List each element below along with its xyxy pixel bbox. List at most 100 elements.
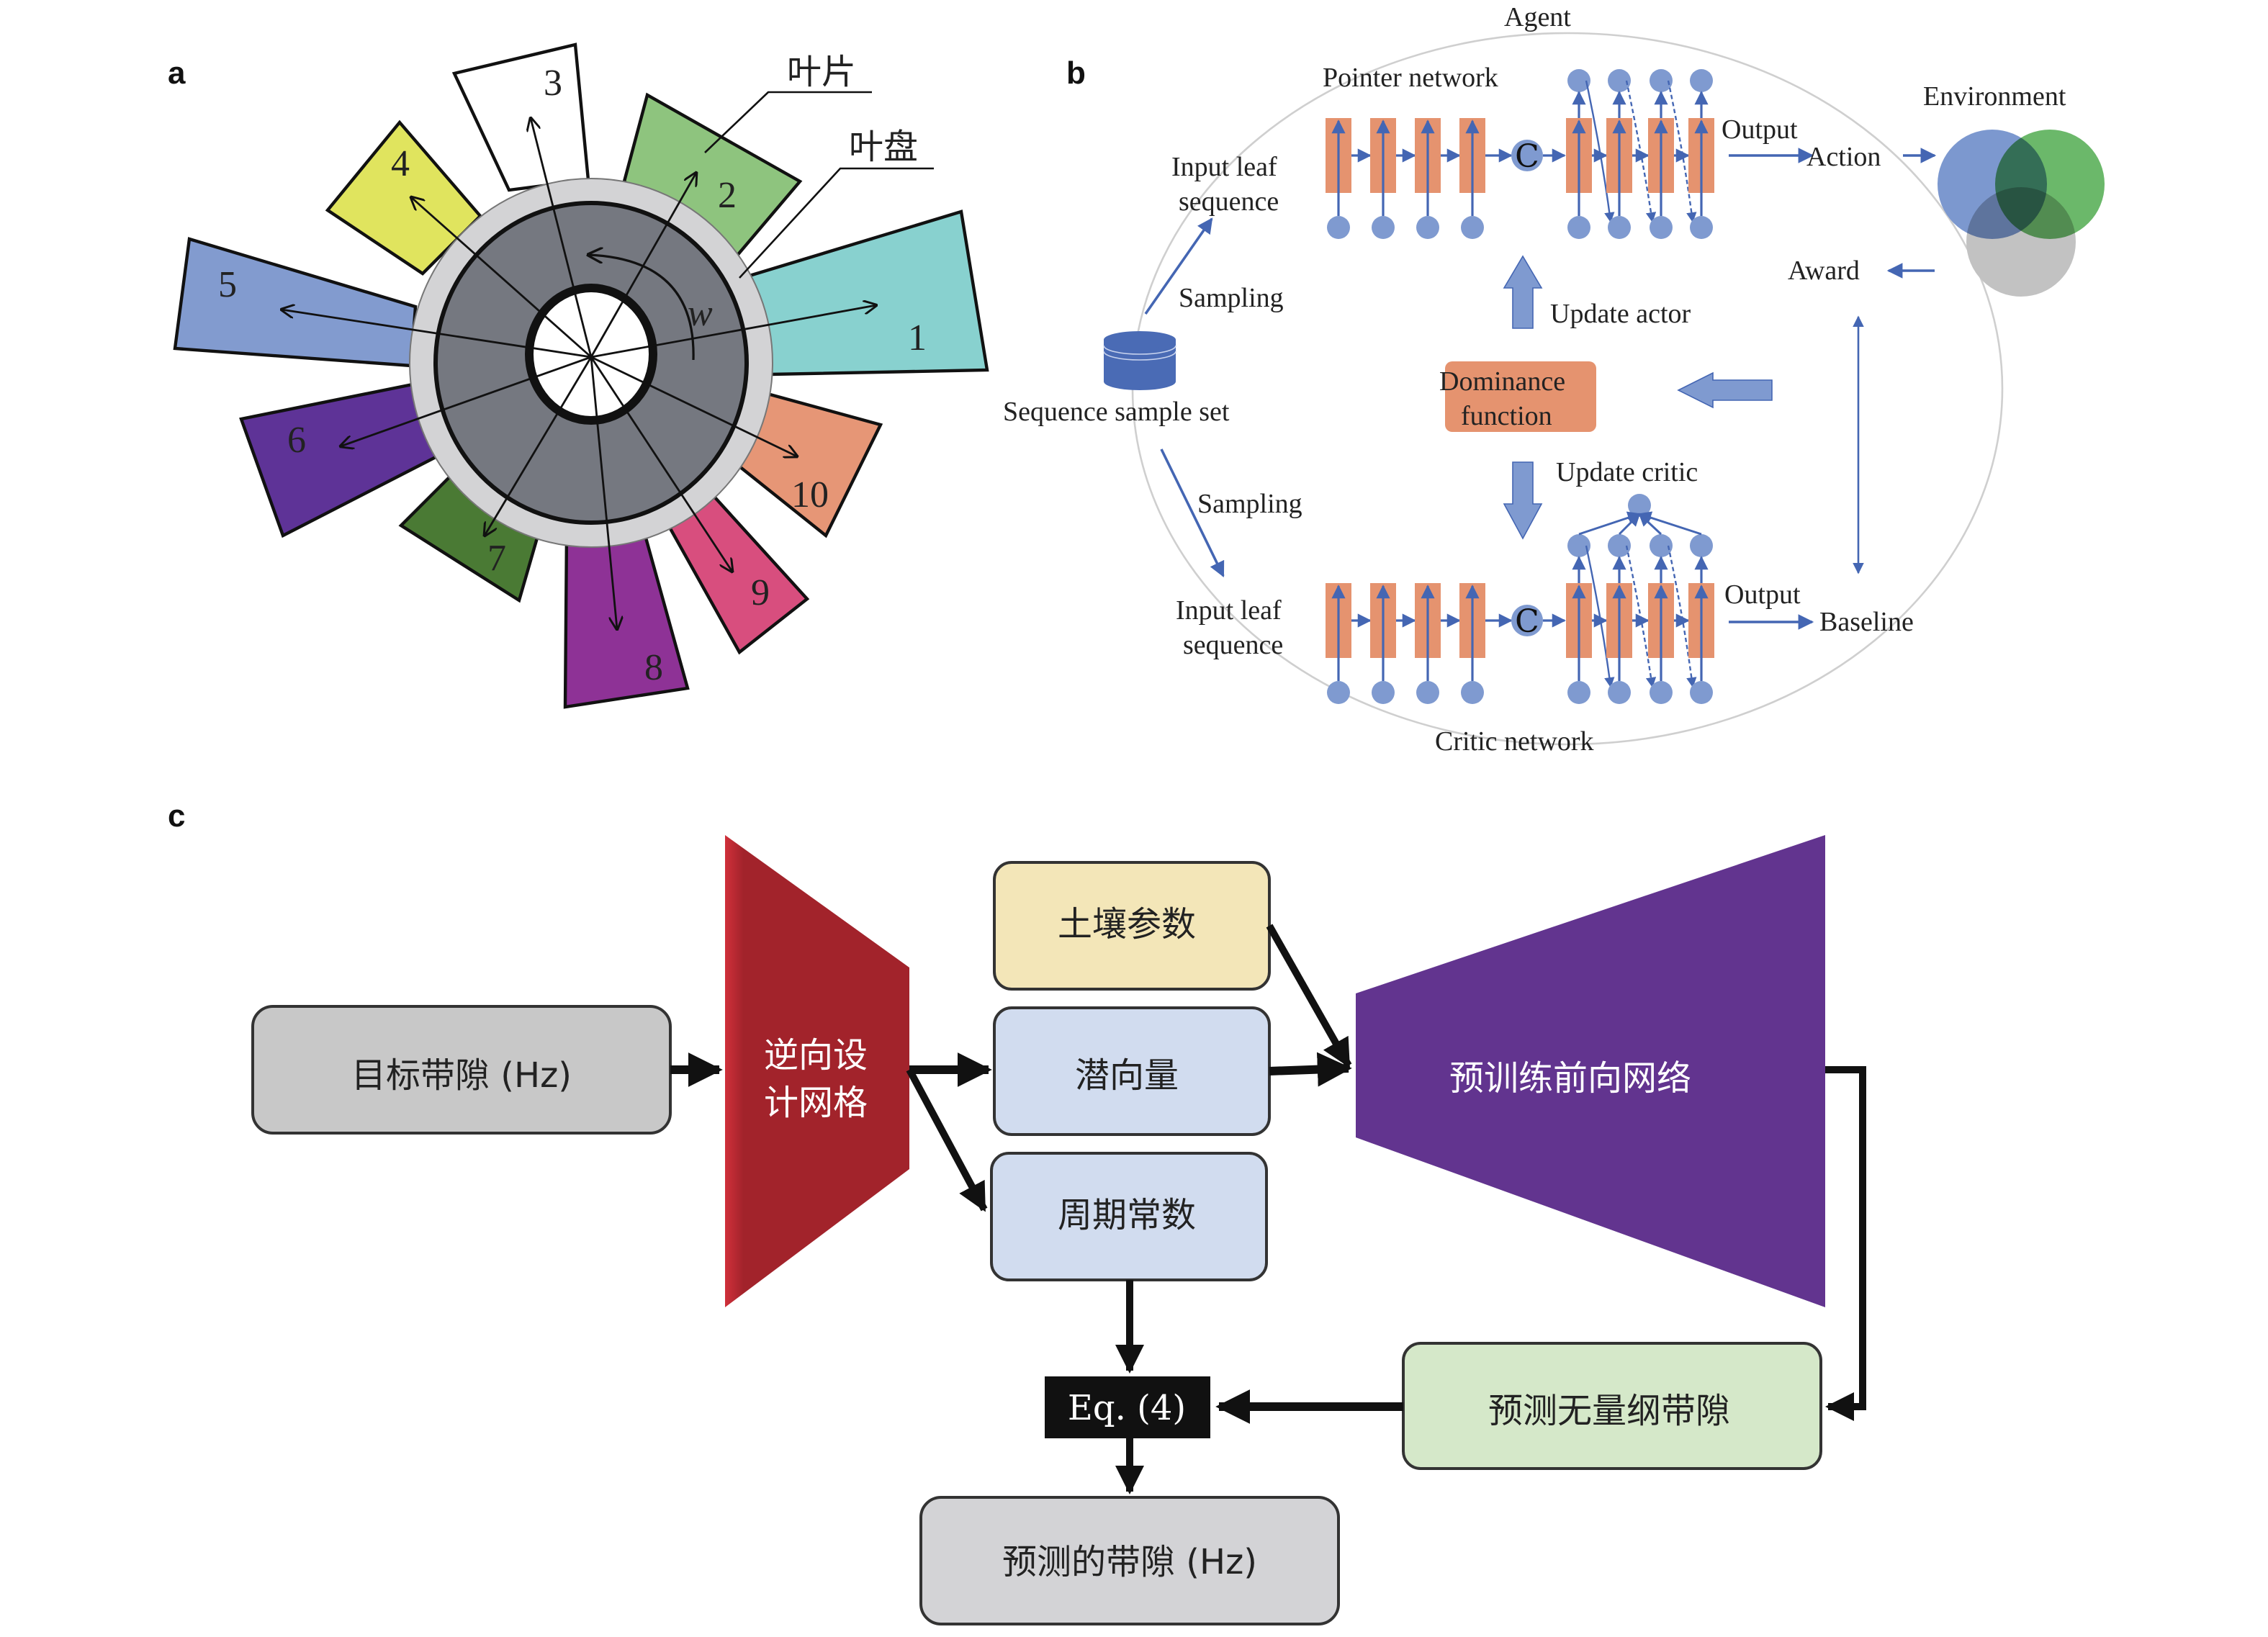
award-label: Award — [1788, 256, 1860, 286]
update-actor-label: Update actor — [1550, 299, 1691, 329]
feedback-arrow — [1677, 371, 1773, 409]
decoder-input-node — [1567, 216, 1590, 239]
inverse-net-line1: 逆向设 — [764, 1035, 868, 1075]
pointer-arrow — [1585, 80, 1615, 223]
dimless-gap-label: 预测无量纲带隙 — [1488, 1391, 1730, 1431]
blade-direction-arrows — [282, 118, 876, 629]
output-node — [1608, 534, 1631, 557]
panel-a: a w 1 2 3 — [168, 42, 989, 709]
concat-symbol: C — [1515, 138, 1539, 175]
equation-box — [1045, 1376, 1210, 1438]
period-const-label: 周期常数 — [1058, 1195, 1196, 1235]
blade-number-3: 3 — [544, 63, 562, 104]
pointer-arrow — [1667, 545, 1697, 688]
sample-set-label: Sequence sample set — [1003, 397, 1230, 427]
decoder-input-node — [1650, 681, 1673, 704]
sampling-arrow-top — [1144, 217, 1213, 315]
decoder-input-node — [1608, 216, 1631, 239]
input-top-line1: Input leaf — [1171, 152, 1277, 182]
equation-label: Eq. (4) — [1068, 1388, 1186, 1428]
target-gap-label: 目标带隙 (Hz) — [351, 1055, 572, 1096]
input-bottom-line2: sequence — [1183, 630, 1283, 660]
update-critic-label: Update critic — [1556, 457, 1698, 487]
output-node — [1650, 534, 1673, 557]
rotation-arrow-icon — [588, 255, 695, 361]
pointer-network-label: Pointer network — [1323, 63, 1498, 93]
blade-label: 叶片 — [787, 52, 856, 92]
update-critic-arrow — [1503, 461, 1543, 540]
blade-3 — [451, 42, 590, 192]
disk-label: 叶盘 — [849, 127, 918, 167]
decoder-input-node — [1690, 216, 1713, 239]
pointer-arrow — [1585, 545, 1615, 688]
inverse-design-network — [725, 835, 909, 1307]
input-node — [1461, 216, 1484, 239]
critic-merge-arrow — [1618, 513, 1641, 536]
decoder-input-node — [1650, 216, 1673, 239]
critic-network-label: Critic network — [1435, 726, 1594, 757]
latent-label: 潜向量 — [1075, 1055, 1179, 1096]
pred-gap-box — [919, 1496, 1340, 1625]
dominance-function-box — [1445, 361, 1596, 432]
concat-node — [1511, 605, 1543, 636]
dominance-line2: function — [1461, 401, 1552, 431]
pointer-arrow — [1625, 80, 1657, 223]
input-node — [1327, 216, 1350, 239]
concat-node — [1511, 140, 1543, 171]
critic-merge-arrow — [1638, 511, 1702, 536]
blade-number-1: 1 — [908, 317, 927, 358]
blade-number-10: 10 — [791, 474, 829, 515]
soil-params-label: 土壤参数 — [1058, 904, 1196, 944]
environment-icon — [1938, 130, 2105, 297]
database-icon — [1103, 331, 1176, 390]
forward-network — [1356, 835, 1825, 1307]
sampling-arrow-bottom — [1160, 448, 1225, 577]
dominance-line1: Dominance — [1439, 366, 1565, 397]
input-node — [1327, 681, 1350, 704]
input-node — [1372, 681, 1395, 704]
pointer-arrow — [1625, 545, 1657, 688]
output-node — [1567, 69, 1590, 92]
rotation-symbol: w — [688, 293, 713, 334]
panel-a-label: a — [168, 55, 186, 91]
blade-number-8: 8 — [644, 647, 663, 688]
critic-network: C — [1326, 494, 1714, 704]
input-node — [1416, 681, 1439, 704]
blade-number-7: 7 — [487, 538, 506, 579]
environment-label: Environment — [1923, 81, 2066, 112]
arrow-soil-to-forward — [1266, 924, 1352, 1068]
output-node — [1650, 69, 1673, 92]
update-actor-arrow — [1503, 255, 1543, 329]
input-node — [1461, 681, 1484, 704]
arrow-forward-to-dimless — [1825, 1066, 1866, 1421]
blade-5 — [173, 237, 418, 368]
blade-number-4: 4 — [391, 143, 410, 184]
decoder-input-node — [1690, 681, 1713, 704]
blade-number-9: 9 — [751, 572, 770, 613]
output-top-label: Output — [1722, 114, 1798, 145]
decoder-input-node — [1608, 681, 1631, 704]
panel-b-label: b — [1066, 55, 1086, 91]
blade-6 — [239, 382, 439, 538]
inverse-net-line2: 计网格 — [764, 1083, 868, 1123]
blade-number-2: 2 — [718, 175, 737, 216]
blade-leader-line — [704, 91, 872, 153]
arrow-latent-to-forward — [1269, 1052, 1352, 1087]
input-node — [1416, 216, 1439, 239]
output-node — [1690, 534, 1713, 557]
panel-c: c 目标带隙 (Hz) 逆向设 计网格 土壤参数 潜向量 周期常数 预训练前向网… — [168, 798, 1866, 1625]
blade-number-5: 5 — [218, 264, 237, 305]
arrow-inverse-to-period — [906, 1068, 988, 1212]
concat-symbol: C — [1515, 603, 1539, 640]
output-bottom-label: Output — [1724, 580, 1801, 610]
pointer-network: C — [1326, 69, 1714, 239]
panel-b: b Agent Pointer network Critic network C… — [1003, 2, 2105, 757]
critic-output-node — [1628, 494, 1651, 517]
forward-net-label: 预训练前向网络 — [1449, 1058, 1691, 1099]
output-node — [1608, 69, 1631, 92]
input-top-line2: sequence — [1179, 186, 1279, 217]
input-bottom-line1: Input leaf — [1176, 595, 1282, 626]
pred-gap-label: 预测的带隙 (Hz) — [1002, 1542, 1257, 1582]
output-node — [1690, 69, 1713, 92]
